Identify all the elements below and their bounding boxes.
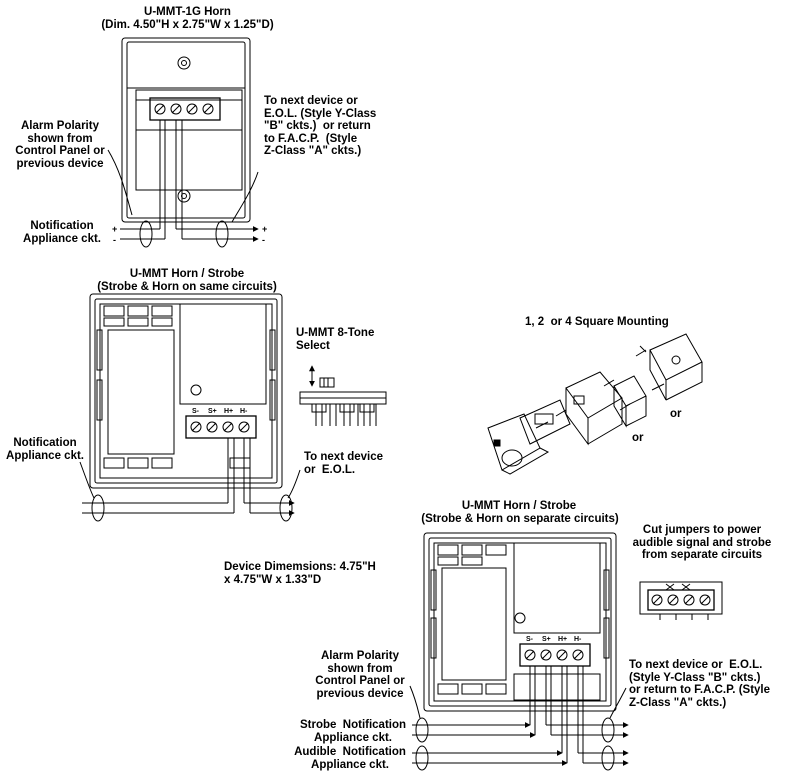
horn-1g-notification-ckt: Notification Appliance ckt. [23, 220, 101, 245]
svg-text:S+: S+ [208, 408, 217, 415]
device-dimensions-label: Device Dimemsions: 4.75"H x 4.75"W x 1.3… [224, 561, 376, 586]
svg-text:-: - [262, 235, 265, 245]
tone-select-switch [299, 365, 387, 426]
svg-text:or: or [632, 432, 644, 444]
svg-text:S-: S- [192, 408, 200, 415]
strobe-separate-alarm-polarity: Alarm Polarity shown from Control Panel … [315, 650, 405, 700]
horn-1g-next-device: To next device or E.O.L. (Style Y-Class … [264, 95, 377, 157]
horn-1g-wire-polarity: + - + - [112, 224, 267, 245]
svg-text:H-: H- [574, 636, 582, 643]
audible-ckt-label: Audible Notification Appliance ckt. [294, 746, 406, 771]
strobe-same-subtitle: (Strobe & Horn on same circuits) [97, 281, 277, 293]
strobe-same-terminal-labels: S- S+ H+ H- [192, 408, 248, 415]
strobe-separate-device [409, 532, 629, 771]
cut-jumpers-label: Cut jumpers to power audible signal and … [632, 524, 772, 561]
strobe-separate-terminal-labels: S- S+ H+ H- [526, 636, 582, 643]
strobe-separate-subtitle: (Strobe & Horn on separate circuits) [421, 513, 619, 525]
svg-text:H-: H- [240, 408, 248, 415]
horn-1g-dimensions: (Dim. 4.50"H x 2.75"W x 1.25"D) [101, 19, 274, 31]
horn-1g-terminals [154, 103, 214, 115]
strobe-same-notification-ckt: Notification Appliance ckt. [6, 437, 84, 462]
svg-text:H+: H+ [558, 636, 567, 643]
horn-1g-device [107, 37, 259, 248]
svg-text:S-: S- [526, 636, 534, 643]
horn-1g-title: U-MMT-1G Horn [144, 6, 231, 18]
mounting-or-labels: or or [632, 408, 682, 444]
tone-select-label: U-MMT 8-Tone Select [296, 327, 375, 352]
svg-text:or: or [670, 408, 682, 420]
strobe-ckt-label: Strobe Notification Appliance ckt. [299, 719, 407, 744]
svg-text:+: + [112, 224, 117, 234]
strobe-same-title: U-MMT Horn / Strobe [129, 268, 245, 280]
svg-text:-: - [113, 235, 116, 245]
strobe-same-next-device: To next device or E.O.L. [304, 451, 384, 476]
svg-text:+: + [262, 224, 267, 234]
jumper-detail [639, 581, 723, 620]
strobe-same-device [79, 293, 301, 522]
strobe-separate-title: U-MMT Horn / Strobe [461, 500, 577, 512]
svg-text:H+: H+ [224, 408, 233, 415]
horn-1g-alarm-polarity: Alarm Polarity shown from Control Panel … [15, 120, 105, 170]
svg-text:S+: S+ [542, 636, 551, 643]
mounting-assembly [487, 333, 703, 475]
mounting-title: 1, 2 or 4 Square Mounting [525, 316, 669, 328]
strobe-separate-next-device: To next device or E.O.L. (Style Y-Class … [629, 659, 771, 709]
